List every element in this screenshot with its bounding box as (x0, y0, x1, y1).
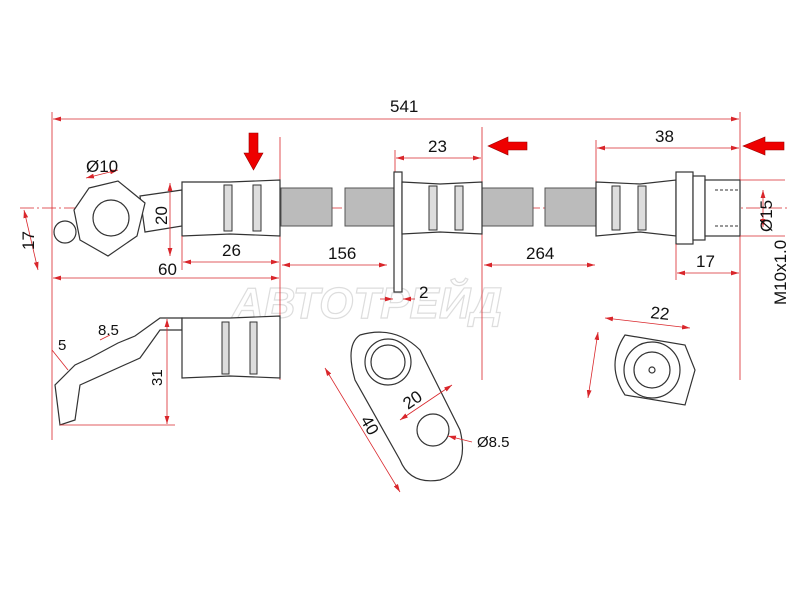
bracket-plate-view (324, 331, 473, 493)
dim-eye-width: 17 (19, 231, 38, 250)
left-arrow-icon (487, 136, 528, 156)
dim-crimp-height: 20 (152, 206, 171, 225)
dim-hose-2: 264 (526, 244, 554, 263)
bent-fitting-view (51, 315, 281, 426)
banjo-eye-fitting (53, 179, 281, 257)
nut-end-view (586, 316, 696, 406)
end-fitting (595, 171, 741, 245)
dim-eye-to-crimp: 60 (158, 260, 177, 279)
reference-lines (51, 112, 741, 440)
dim-bracket-hole: Ø8.5 (477, 434, 510, 451)
dim-bracket-thickness: 2 (419, 283, 428, 302)
dim-hose-1: 156 (328, 244, 356, 263)
dim-eye-diameter: Ø10 (86, 157, 118, 176)
dim-nut-length: 17 (696, 252, 715, 271)
left-arrow-icon (742, 136, 785, 156)
dim-thread: M10x1.0 (771, 240, 790, 305)
dimension-lines (23, 116, 785, 302)
down-arrow-icon (243, 132, 264, 171)
hose (280, 187, 597, 227)
bracket-fitting (393, 171, 483, 293)
dim-nut-width: 22 (650, 303, 671, 324)
dim-bracket-to-end: 23 (428, 137, 447, 156)
dim-bend-height: 31 (149, 369, 166, 386)
dim-bend-8-5: 8.5 (98, 322, 119, 339)
dim-fitting-length: 26 (222, 241, 241, 260)
dim-tip-diameter: Ø15 (757, 200, 776, 232)
dim-end-fitting: 38 (655, 127, 674, 146)
dim-overall: 541 (390, 97, 418, 116)
dim-bend-5: 5 (58, 337, 66, 354)
